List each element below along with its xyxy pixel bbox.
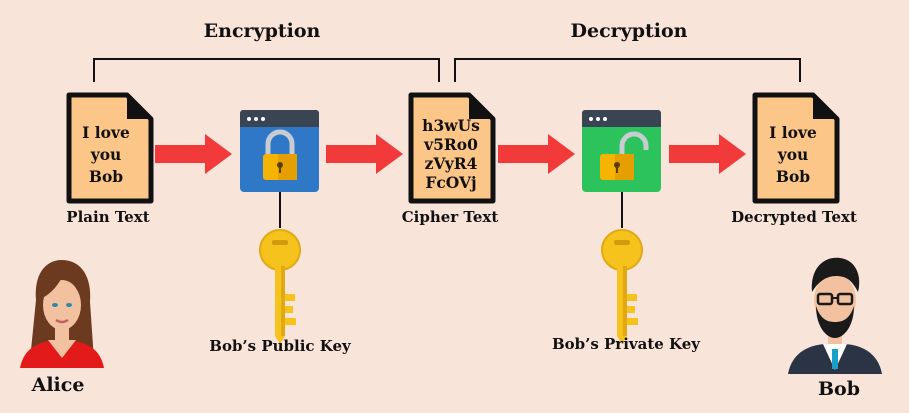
- private-key-label: Bob’s Private Key: [552, 335, 701, 353]
- decrypted-text-line-2: you: [777, 145, 809, 164]
- unlocked-padlock-icon: [600, 131, 649, 180]
- arrow-icon: [326, 134, 403, 174]
- woman-avatar-icon: [20, 260, 104, 368]
- plain-text-line-1: I love: [82, 123, 130, 142]
- plain-text-line-2: you: [90, 145, 122, 164]
- decrypted-text-line-3: Bob: [776, 167, 810, 186]
- decrypted-text-caption: Decrypted Text: [731, 208, 857, 226]
- private-key-icon: [601, 229, 643, 345]
- cipher-text-caption: Cipher Text: [402, 208, 499, 226]
- decryption-bracket: [454, 58, 801, 82]
- decryption-title: Decryption: [571, 20, 688, 42]
- arrow-icon: [669, 134, 746, 174]
- arrow-icon: [155, 134, 232, 174]
- encrypt-lock-window: [240, 110, 319, 192]
- cipher-text-line-1: h3wUs: [422, 116, 480, 135]
- public-key-label: Bob’s Public Key: [209, 337, 352, 355]
- encryption-title: Encryption: [204, 20, 321, 42]
- public-key-icon: [259, 229, 301, 345]
- alice-name: Alice: [31, 374, 85, 396]
- bob-name: Bob: [818, 378, 860, 400]
- decrypt-lock-window: [582, 110, 661, 192]
- encryption-bracket: [93, 58, 440, 82]
- cipher-text-line-3: zVyR4: [425, 154, 478, 173]
- man-avatar-icon: [788, 257, 882, 374]
- decrypted-text-line-1: I love: [769, 123, 817, 142]
- cipher-text-line-4: FcOVj: [425, 173, 476, 192]
- cipher-text-line-2: v5Ro0: [423, 135, 478, 154]
- arrow-icon: [498, 134, 575, 174]
- plain-text-line-3: Bob: [89, 167, 123, 186]
- locked-padlock-icon: [263, 129, 297, 180]
- plain-text-caption: Plain Text: [66, 208, 149, 226]
